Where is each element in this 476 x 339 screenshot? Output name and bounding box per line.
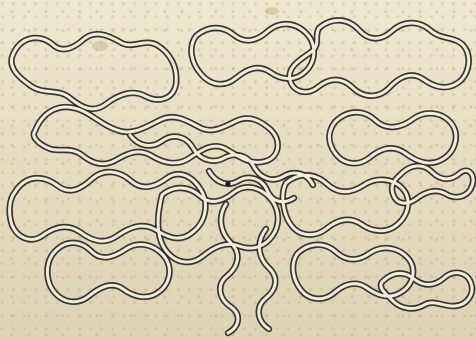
maze-corridors [10,20,474,333]
dot-icon [225,181,230,186]
maze-walls [10,20,474,333]
paper-stain [92,41,108,51]
paper-stain [265,7,279,15]
